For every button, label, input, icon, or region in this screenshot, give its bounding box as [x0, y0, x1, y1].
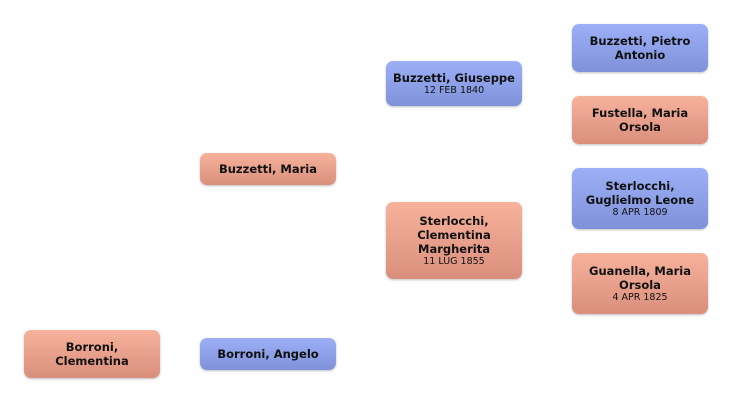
- person-buzzetti-maria[interactable]: Buzzetti, Maria: [200, 153, 336, 185]
- person-name: Buzzetti, Maria: [218, 162, 318, 176]
- name-line: Orsola: [619, 120, 661, 134]
- person-borroni-clementina[interactable]: Borroni,Clementina: [24, 330, 160, 378]
- person-name: Sterlocchi,Guglielmo Leone: [582, 179, 698, 207]
- name-line: Fustella, Maria: [591, 106, 689, 120]
- name-line: Guanella, Maria: [589, 263, 691, 278]
- person-name: Buzzetti, Giuseppe: [393, 70, 515, 85]
- name-line: Margherita: [418, 241, 490, 256]
- person-buzzetti-giuseppe[interactable]: Buzzetti, Giuseppe 12 FEB 1840: [386, 61, 522, 106]
- name-line: Clementina: [55, 354, 129, 368]
- person-borroni-angelo[interactable]: Borroni, Angelo: [200, 338, 336, 370]
- person-date: 8 APR 1809: [612, 206, 668, 218]
- name-line: Orsola: [619, 277, 661, 292]
- name-line: Sterlocchi,: [605, 178, 675, 193]
- person-name: Borroni, Angelo: [217, 347, 319, 361]
- name-line: Guglielmo Leone: [585, 192, 695, 207]
- name-line: Antonio: [614, 48, 666, 62]
- person-date: 11 LUG 1855: [423, 255, 485, 267]
- name-line: Sterlocchi,: [419, 213, 489, 228]
- person-date: 12 FEB 1840: [423, 84, 485, 96]
- name-line: Borroni,: [65, 340, 119, 354]
- person-name: Borroni,Clementina: [51, 340, 133, 368]
- person-sterlocchi-guglielmo-leone[interactable]: Sterlocchi,Guglielmo Leone 8 APR 1809: [572, 168, 708, 229]
- name-line: Clementina: [417, 227, 491, 242]
- name-line: Buzzetti, Pietro: [589, 34, 691, 48]
- person-date: 4 APR 1825: [612, 291, 668, 303]
